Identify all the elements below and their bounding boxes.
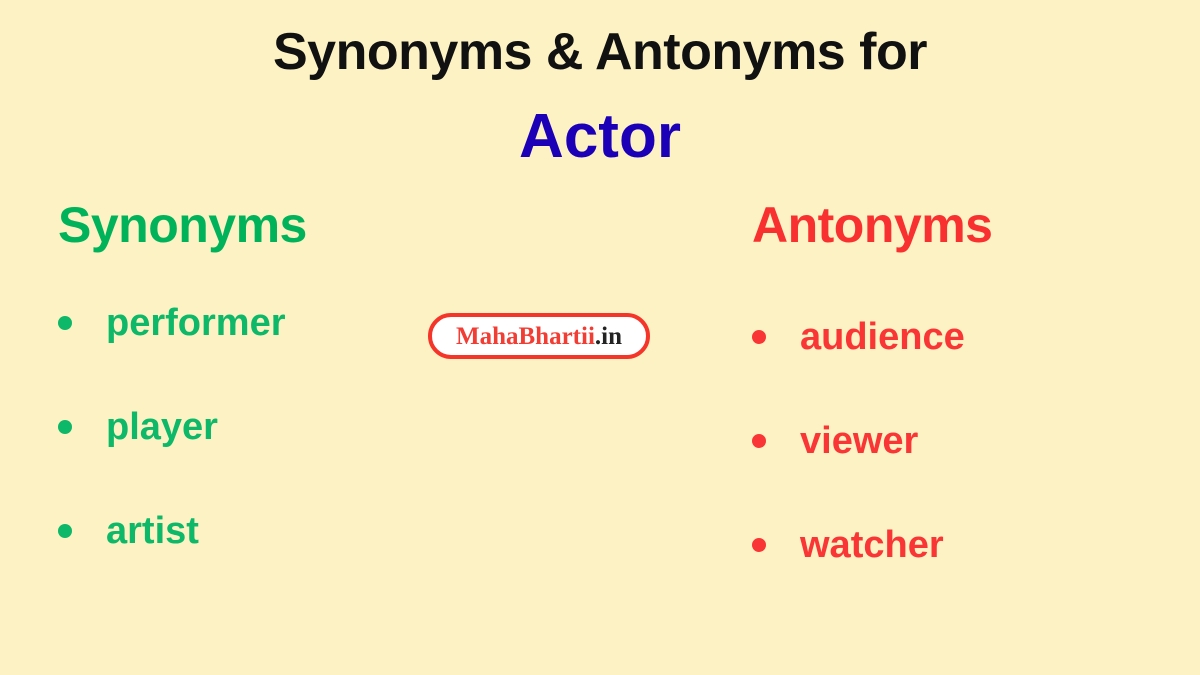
synonym-label: player (106, 405, 218, 448)
antonym-label: viewer (800, 419, 919, 462)
watermark-tld: .in (594, 322, 623, 350)
bullet-icon (752, 434, 766, 448)
watermark-badge: MahaBhartii.in (428, 313, 651, 359)
synonyms-heading: Synonyms (58, 197, 307, 253)
header: Synonyms & Antonyms for Actor (0, 24, 1200, 169)
headword: Actor (519, 102, 681, 172)
antonym-label: audience (800, 315, 965, 358)
watermark-text: MahaBhartii.in (456, 324, 622, 349)
antonyms-column: Antonyms audience viewer watcher (620, 198, 1200, 648)
bullet-icon (752, 330, 766, 344)
bullet-icon (58, 316, 72, 330)
list-item: watcher (752, 493, 1200, 597)
synonyms-column: Synonyms performer player artist (0, 198, 620, 648)
columns-container: Synonyms performer player artist Antonym… (0, 198, 1200, 648)
bullet-icon (752, 538, 766, 552)
list-item: audience (752, 285, 1200, 389)
synonym-label: performer (106, 301, 286, 344)
page-title-text: Synonyms & Antonyms for (273, 23, 928, 81)
synonym-label: artist (106, 509, 199, 552)
synonyms-list: performer player artist (58, 271, 620, 583)
antonym-label: watcher (800, 523, 944, 566)
bullet-icon (58, 420, 72, 434)
antonyms-list: audience viewer watcher (752, 271, 1200, 597)
list-item: artist (58, 479, 620, 583)
page-title: Synonyms & Antonyms for Actor (0, 24, 1200, 169)
watermark-brand: MahaBhartii (456, 322, 595, 350)
antonyms-heading: Antonyms (752, 197, 993, 253)
bullet-icon (58, 524, 72, 538)
list-item: player (58, 375, 620, 479)
list-item: viewer (752, 389, 1200, 493)
list-item: performer (58, 271, 620, 375)
